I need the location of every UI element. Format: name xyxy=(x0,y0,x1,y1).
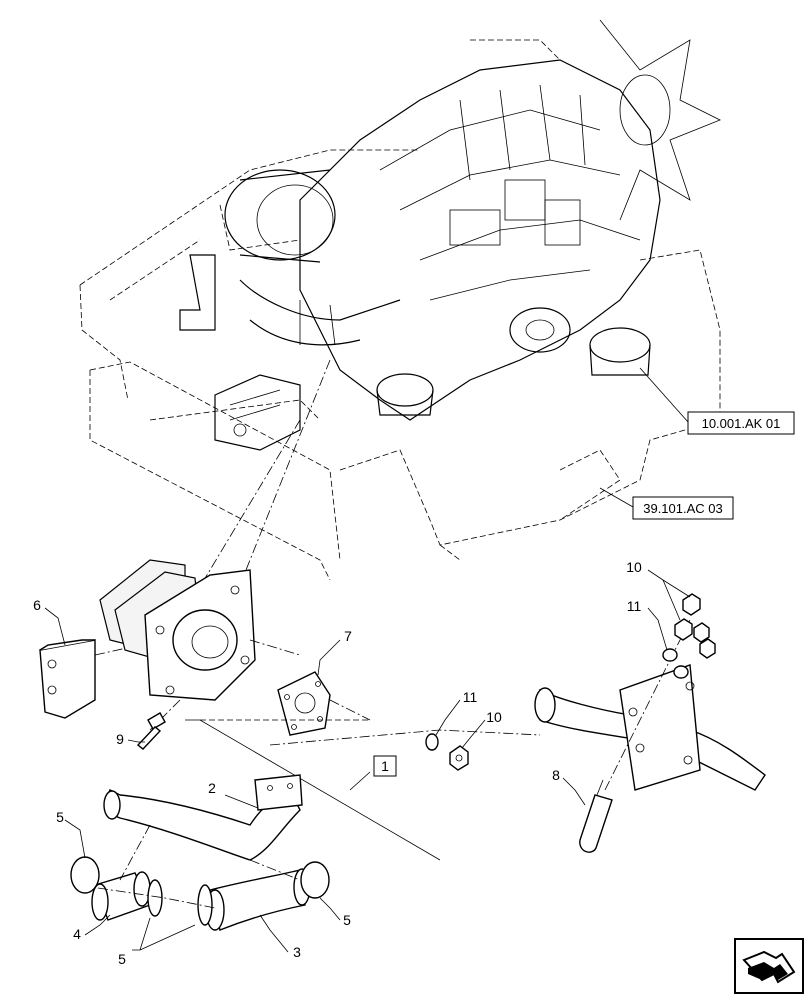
callout-10-right-label: 10 xyxy=(626,559,642,575)
callout-3[interactable]: 3 xyxy=(259,914,301,960)
right-exhaust-pipe xyxy=(534,664,766,791)
next-page-arrow-icon[interactable] xyxy=(734,938,804,994)
callout-8-label: 8 xyxy=(552,767,560,783)
callout-2-label: 2 xyxy=(208,780,216,796)
callout-7-label: 7 xyxy=(344,628,352,644)
part-5-clamps xyxy=(70,856,330,926)
callout-2[interactable]: 2 xyxy=(208,780,259,809)
callout-5-left-label: 5 xyxy=(56,809,64,825)
part-4-hose xyxy=(91,871,151,921)
callout-3-label: 3 xyxy=(293,944,301,960)
callout-1[interactable]: 1 xyxy=(349,755,397,791)
callout-5-bottom-label: 5 xyxy=(118,951,126,967)
part-3-hose xyxy=(205,868,311,931)
part-9-bolt xyxy=(136,712,166,750)
reference-engine-assembly-label: 10.001.AK 01 xyxy=(702,416,781,431)
callout-5-bottom[interactable]: 5 xyxy=(118,917,196,967)
callout-9[interactable]: 9 xyxy=(116,731,145,747)
callout-5-right-label: 5 xyxy=(343,912,351,928)
callout-10-center-label: 10 xyxy=(486,709,502,725)
callout-11-right[interactable]: 11 xyxy=(627,598,668,651)
callout-4[interactable]: 4 xyxy=(73,914,111,942)
callout-11-center-label: 11 xyxy=(463,689,478,705)
callout-9-label: 9 xyxy=(116,731,124,747)
reference-frame-label: 39.101.AC 03 xyxy=(643,501,723,516)
callout-7[interactable]: 7 xyxy=(317,628,352,676)
part-11-washer xyxy=(425,733,439,751)
callout-6-label: 6 xyxy=(33,597,41,613)
callout-4-label: 4 xyxy=(73,926,81,942)
engine-frame-assembly xyxy=(79,19,721,581)
callout-1-label: 1 xyxy=(381,758,389,774)
part-2-pipe xyxy=(103,774,303,861)
callout-10-right[interactable]: 10 xyxy=(626,559,691,621)
callout-6[interactable]: 6 xyxy=(33,597,66,646)
callout-10-center[interactable]: 10 xyxy=(461,709,502,749)
callout-5-left[interactable]: 5 xyxy=(56,809,86,859)
callout-11-center[interactable]: 11 xyxy=(435,689,478,736)
part-8-u-bolt xyxy=(579,779,613,853)
callout-5-right[interactable]: 5 xyxy=(319,897,351,928)
callout-11-right-label: 11 xyxy=(627,598,642,614)
reference-engine-assembly[interactable]: 10.001.AK 01 xyxy=(639,367,795,435)
callout-8[interactable]: 8 xyxy=(552,767,586,806)
part-7-gasket xyxy=(277,671,331,736)
part-6-bracket xyxy=(39,639,141,719)
right-hardware xyxy=(662,593,716,679)
gear-housing xyxy=(144,569,301,731)
part-10-nut xyxy=(449,745,469,771)
reference-frame[interactable]: 39.101.AC 03 xyxy=(599,487,734,520)
